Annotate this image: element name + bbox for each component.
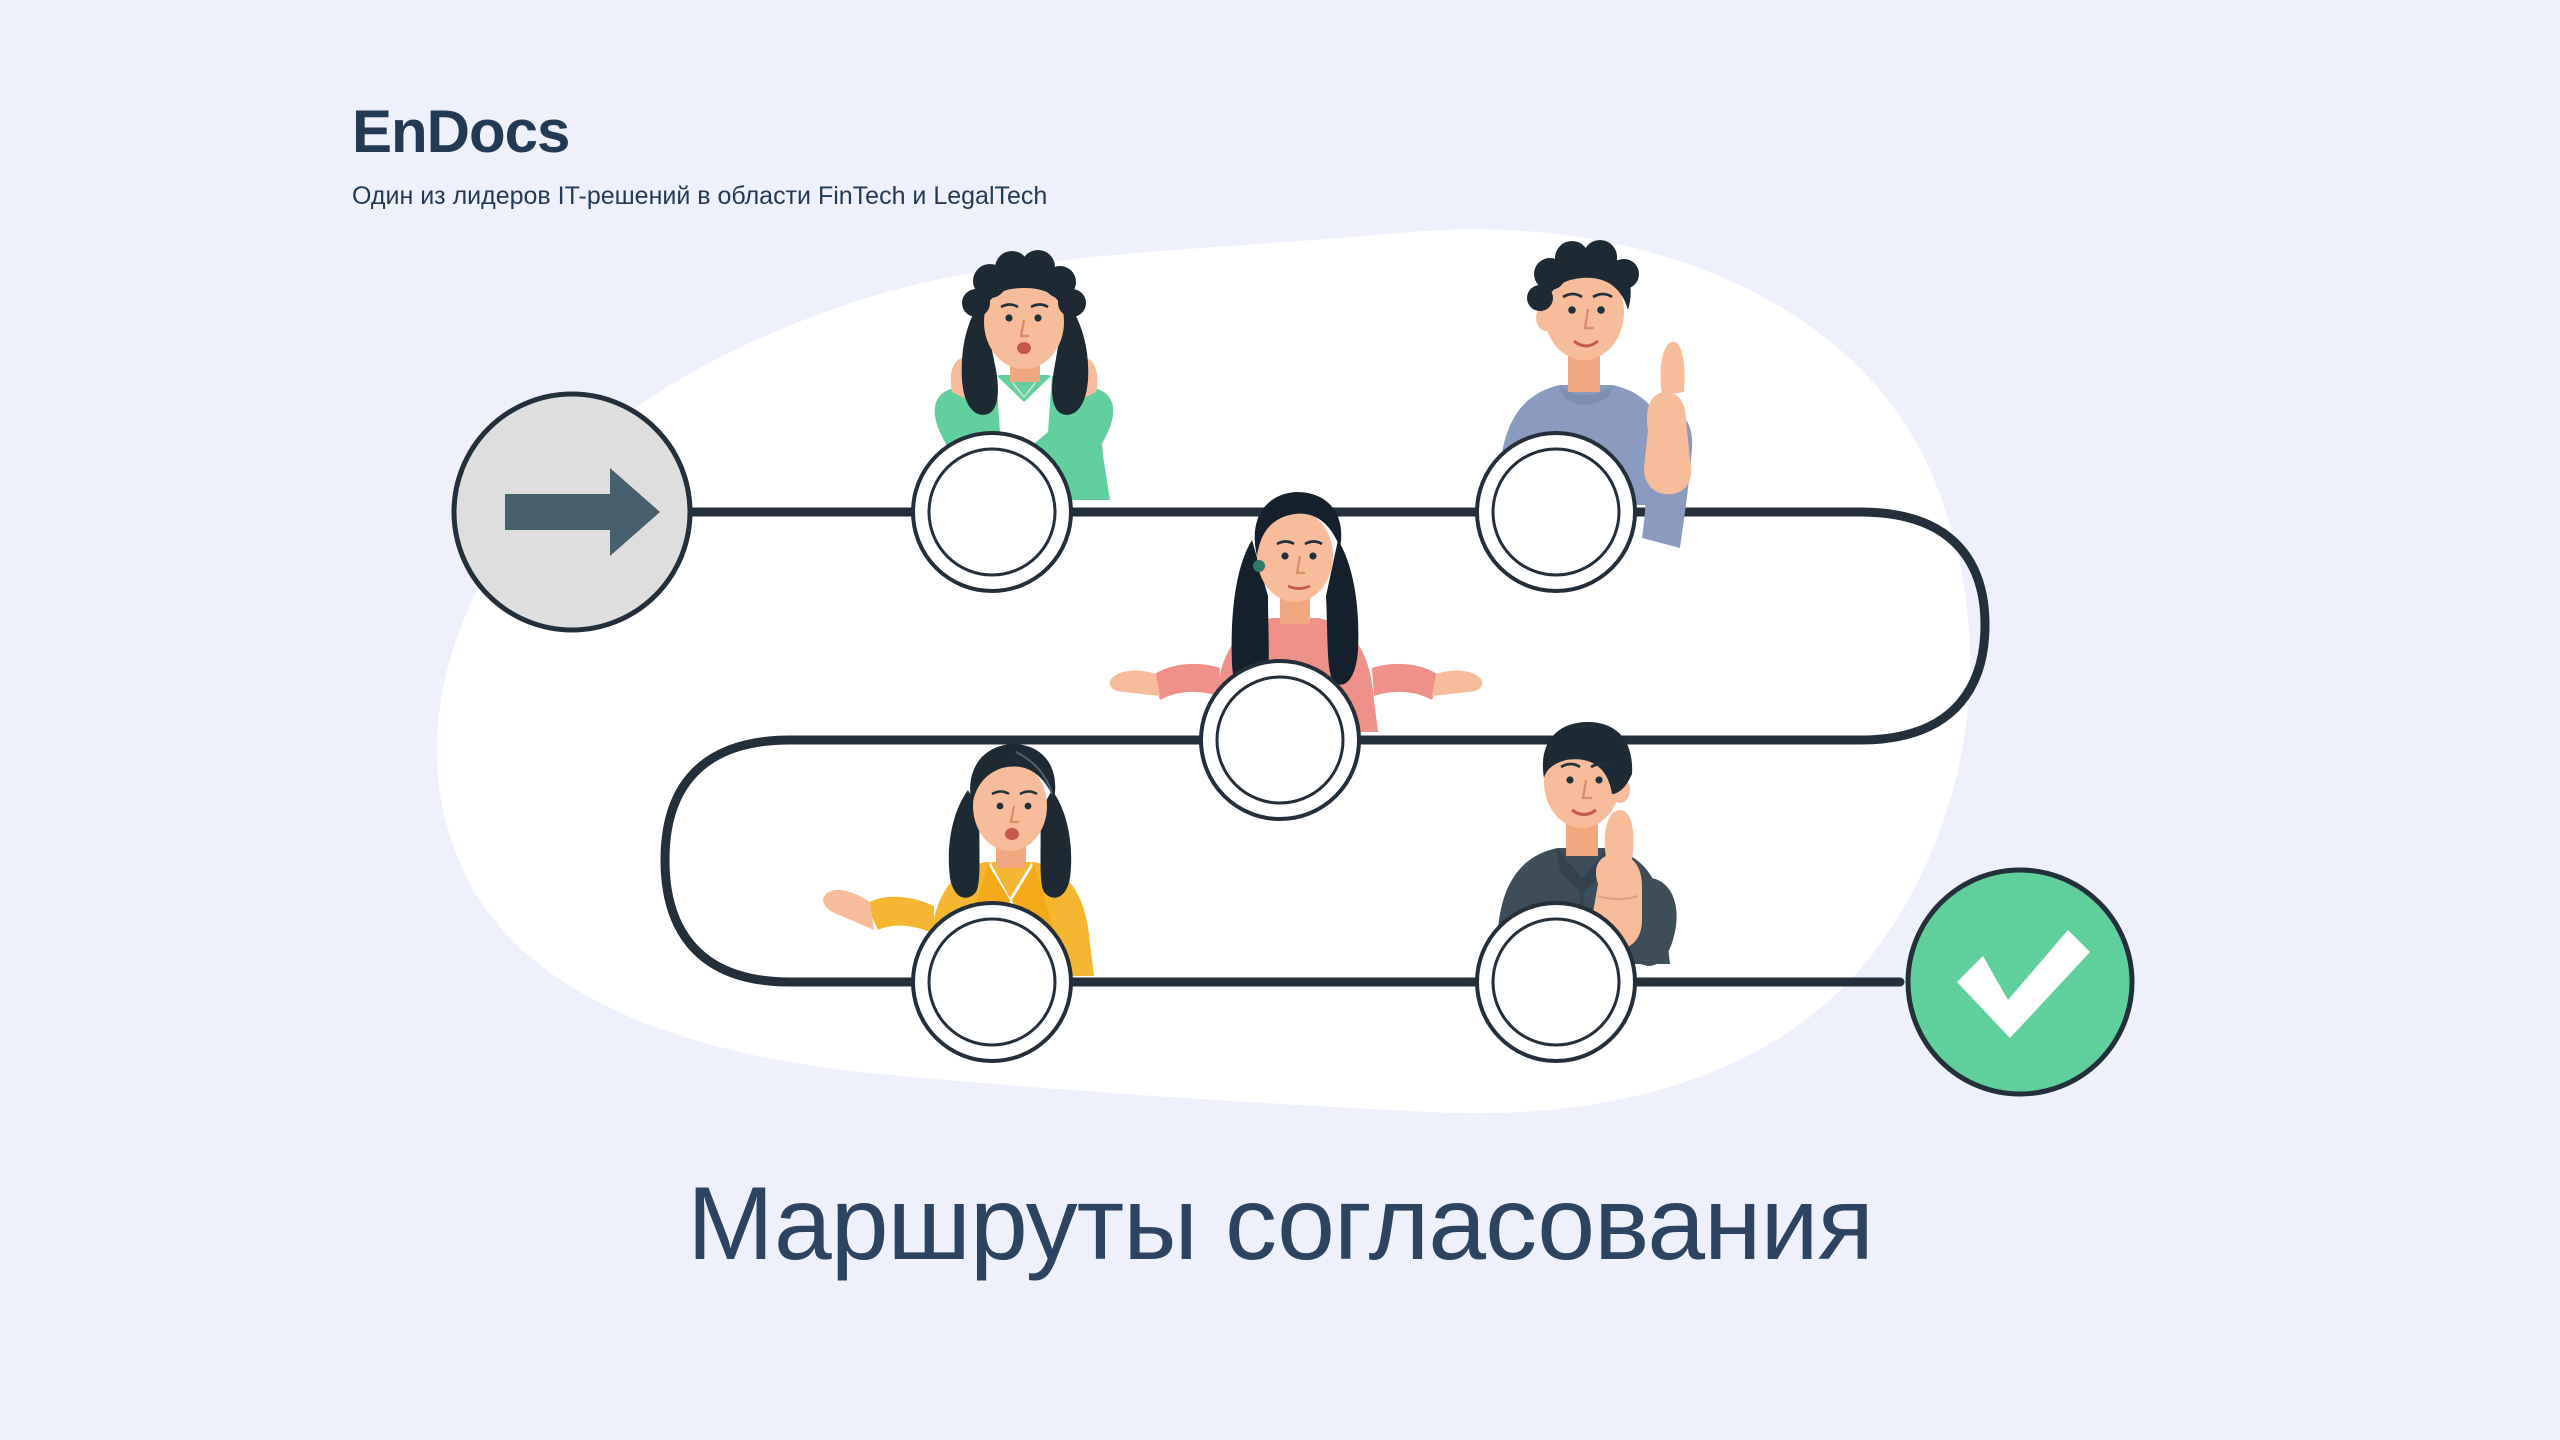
flow-step-3[interactable] [1109, 492, 1483, 821]
start-node[interactable] [451, 391, 693, 633]
page-title: Маршруты согласования [687, 1166, 1874, 1282]
flow-step-1[interactable] [911, 250, 1114, 593]
step-node-circle-1[interactable] [911, 431, 1073, 593]
brand-title: EnDocs [352, 98, 570, 165]
brand-block: EnDocs Один из лидеров IT-решений в обла… [352, 100, 1552, 211]
flow-step-5[interactable] [1475, 722, 1677, 1063]
brand-subtitle: Один из лидеров IT-решений в области Fin… [352, 182, 1048, 210]
step-node-circle-5[interactable] [1475, 901, 1637, 1063]
flow-step-2[interactable] [1475, 240, 1693, 593]
flow-step-4[interactable] [823, 744, 1094, 1063]
arrow-right-icon [505, 468, 660, 556]
end-node[interactable] [1905, 867, 2135, 1097]
route-segment-top [660, 507, 1990, 987]
route-path [660, 507, 1990, 987]
step-node-circle-4[interactable] [911, 901, 1073, 1063]
step-node-circle-3[interactable] [1199, 659, 1361, 821]
check-icon [1957, 930, 2090, 1038]
step-node-circle-2[interactable] [1475, 431, 1637, 593]
